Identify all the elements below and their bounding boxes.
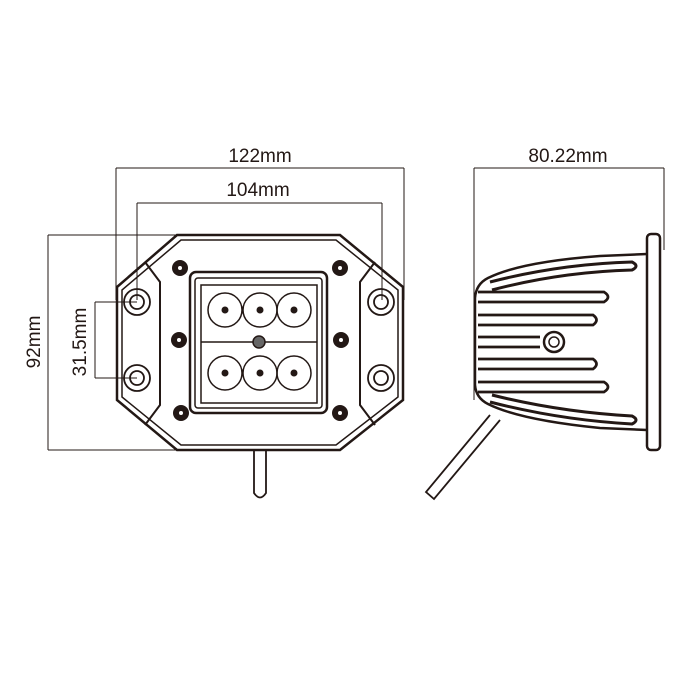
cooling-fins — [478, 290, 610, 394]
left-bracket — [144, 261, 161, 426]
lens-window — [200, 284, 318, 404]
side-view — [424, 232, 662, 501]
right-bracket — [359, 261, 376, 426]
housing-body — [473, 252, 648, 432]
led-array — [207, 292, 312, 391]
lens-housing — [188, 270, 329, 415]
flange — [645, 232, 662, 452]
cable-side — [424, 414, 501, 501]
cable-front — [253, 450, 267, 499]
dimension-overall-width: 122mm — [228, 146, 291, 167]
dimension-height: 92mm — [24, 316, 45, 369]
dimension-hole-spacing-width: 104mm — [226, 180, 289, 201]
dimension-hole-spacing-height: 31.5mm — [70, 308, 91, 377]
front-view — [115, 233, 405, 499]
dimension-lines-side — [473, 167, 665, 400]
vent-icon — [252, 335, 266, 349]
mounting-holes — [123, 288, 395, 392]
dimension-depth: 80.22mm — [528, 146, 607, 167]
dimension-lines-front — [47, 167, 405, 451]
mounting-plate — [115, 233, 405, 452]
breather-valve — [542, 330, 566, 354]
